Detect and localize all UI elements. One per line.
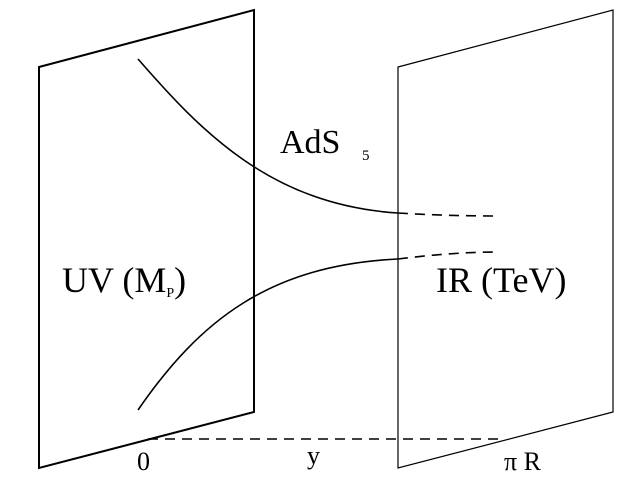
origin-label: 0 [137,447,150,476]
lower-warp-curve [137,258,399,411]
ir-brane [397,9,614,469]
bulk-label-main: AdS [280,124,340,161]
uv-brane [38,8,255,470]
bulk-label-subscript: 5 [362,148,370,164]
lower-warp-curve-dashed [397,251,498,260]
upper-warp-curve [137,58,399,214]
bulk-label: AdS [280,124,340,161]
uv-label-subscript: P [166,286,174,301]
uv-label-suffix: ) [174,260,186,300]
coordinate-label: y [307,441,320,470]
upper-warp-curve-dashed [397,212,498,217]
end-label: π R [504,447,542,476]
ir-label: IR (TeV) [436,260,566,300]
uv-label-prefix: UV (M [62,260,166,300]
uv-label: UV (MP) [62,260,186,301]
